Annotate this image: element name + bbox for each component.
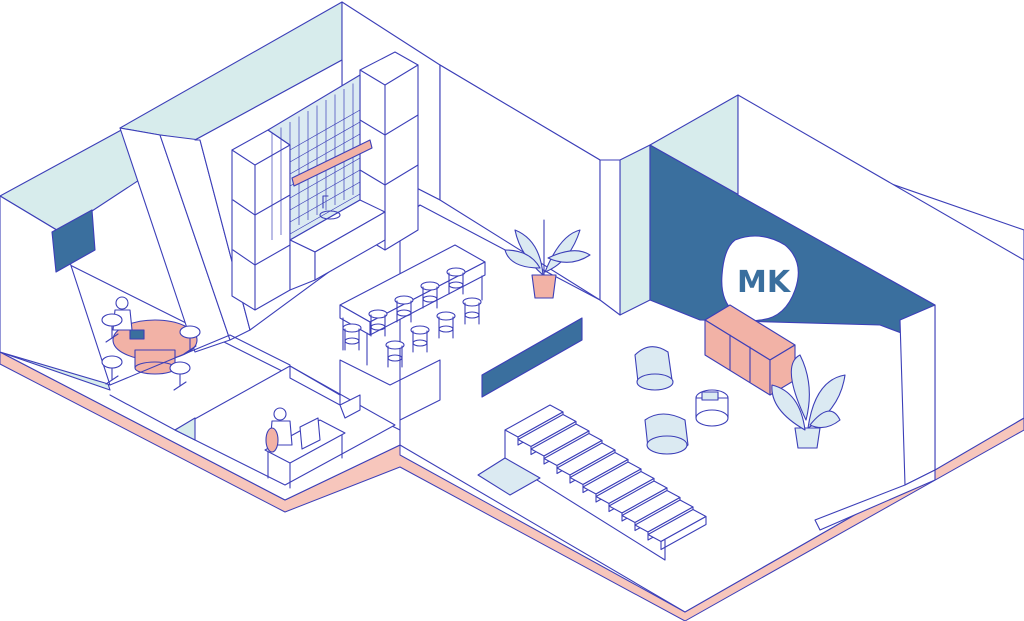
logo-text: MK: [737, 265, 792, 300]
bar-stool: [446, 267, 466, 295]
office-desk: [264, 417, 346, 489]
lounge-chair-1: [634, 346, 674, 391]
bar-stool: [368, 309, 388, 337]
meeting-chair: [101, 313, 123, 343]
lounge-left-wall: [599, 144, 651, 316]
meeting-chairs: [101, 313, 201, 391]
kitchen-tall-cabinets: [231, 51, 419, 311]
meeting-chair: [169, 361, 191, 391]
plant-kitchen: [504, 219, 591, 299]
lounge-right-wall: [737, 94, 1024, 531]
bar-stool: [385, 340, 405, 368]
plant-monstera: [771, 354, 846, 449]
sideboard: [704, 304, 796, 396]
wall-screen: [51, 209, 96, 273]
meeting-table: [112, 319, 198, 375]
bar-stool: [436, 311, 456, 339]
low-bench-wall: [481, 317, 583, 398]
bar-stool: [342, 323, 362, 351]
lounge-chair-2: [644, 413, 689, 455]
meeting-chair: [179, 325, 201, 355]
bar-stools: [342, 267, 482, 368]
mk-logo: MK: [721, 235, 799, 335]
bar-stool: [394, 295, 414, 323]
bar-stool: [462, 297, 482, 325]
kitchen-island: [339, 244, 486, 366]
stair-landing: [477, 457, 541, 496]
kitchen-tile-backsplash: [267, 74, 361, 241]
kitchen-shelf: [291, 139, 373, 187]
office-person: [265, 407, 293, 453]
kitchen-counter: [289, 195, 386, 291]
meeting-chair: [101, 355, 123, 385]
bar-stool: [420, 281, 440, 309]
bar-stool: [410, 325, 430, 353]
staircase: [504, 404, 707, 561]
interior-low-walls: [109, 334, 441, 431]
side-table: [695, 389, 729, 427]
